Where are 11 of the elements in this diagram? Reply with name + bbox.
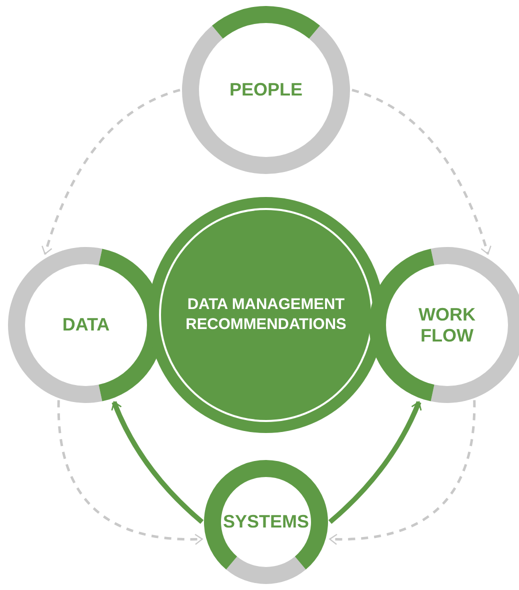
dashed-arrow — [42, 88, 180, 255]
node-label: DATA — [61, 314, 111, 336]
node-label: PEOPLE — [228, 80, 304, 100]
node-label: DATA MANAGEMENT RECOMMENDATIONS — [184, 294, 348, 335]
arrow — [328, 401, 422, 524]
arrow — [111, 401, 204, 524]
dashed-arrow — [352, 88, 492, 255]
node-label: WORK FLOW — [418, 304, 476, 346]
dashed-arrow — [329, 400, 476, 545]
node-label: SYSTEMS — [222, 512, 310, 532]
dashed-arrow — [57, 400, 203, 545]
